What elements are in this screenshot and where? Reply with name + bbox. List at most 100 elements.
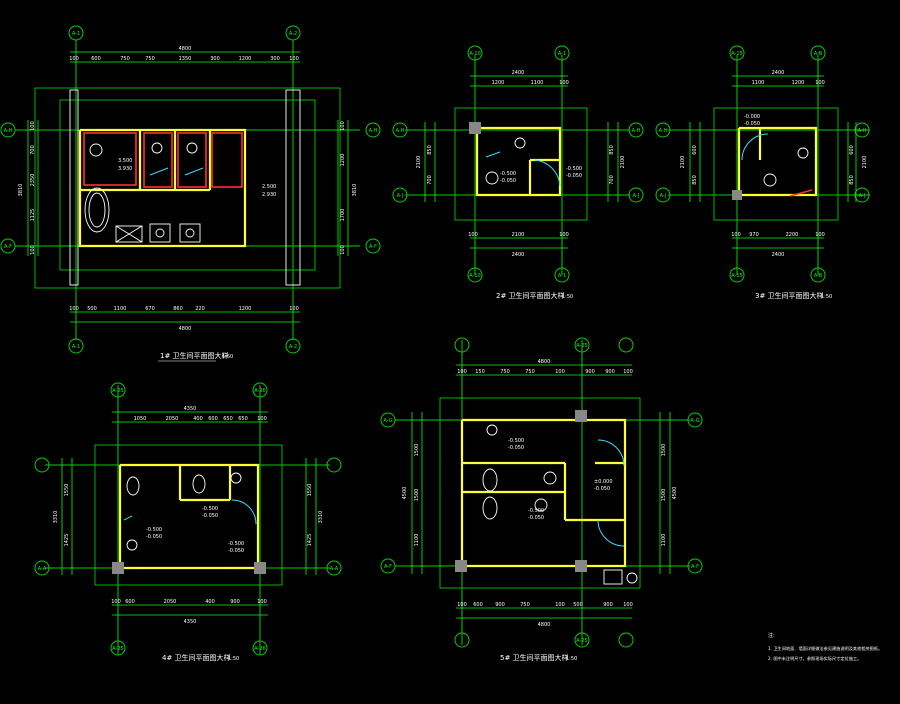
column-icon (575, 560, 587, 572)
svg-text:600: 600 (208, 416, 218, 422)
svg-text:4# 卫生间平面图大样: 4# 卫生间平面图大样 (162, 653, 231, 662)
axis-label: A-2 (289, 31, 297, 37)
svg-text:2050: 2050 (166, 416, 179, 422)
svg-text:700: 700 (609, 175, 615, 185)
axis-label: A-15 (731, 273, 742, 279)
svg-text:100: 100 (555, 369, 565, 375)
svg-text:700: 700 (30, 145, 36, 155)
svg-text:3.930: 3.930 (118, 166, 132, 172)
svg-text:2.500: 2.500 (262, 184, 276, 190)
svg-text:600: 600 (849, 145, 855, 155)
toilet-icon (151, 142, 163, 154)
svg-text:850: 850 (692, 175, 698, 185)
dimension-total-bottom: 2400 (512, 252, 525, 258)
axis-label: A-H (369, 128, 378, 134)
svg-text:100: 100 (457, 369, 467, 375)
svg-text:1200: 1200 (492, 80, 505, 86)
sink-icon (179, 223, 201, 243)
svg-text:1500: 1500 (414, 444, 420, 457)
sink-icon (230, 472, 242, 484)
svg-text:100: 100 (340, 245, 346, 255)
dimension-total-bottom: 4350 (184, 619, 197, 625)
svg-text:100: 100 (289, 56, 299, 62)
plan-5-level-labels: -0.500 -0.050 -0.500 -0.050 ±0.000 -0.05… (508, 438, 613, 521)
svg-text:-0.500: -0.500 (508, 438, 524, 444)
svg-text:-0.050: -0.050 (146, 534, 162, 540)
svg-text:1200: 1200 (792, 80, 805, 86)
axis-label: A-1 (72, 31, 80, 37)
plan-1-walls (78, 128, 247, 248)
svg-text:700: 700 (427, 175, 433, 185)
plan-5-title: 5# 卫生间平面图大样 1:50 (500, 653, 577, 662)
toilet-icon (485, 171, 499, 185)
toilet-icon (192, 474, 206, 494)
notes-line-2: 2. 图中未注明尺寸，参照现场实际尺寸定位施工。 (768, 655, 861, 662)
dimension-total-top: 4800 (538, 359, 551, 365)
svg-text:900: 900 (585, 369, 595, 375)
svg-text:970: 970 (749, 232, 759, 238)
svg-text:100: 100 (815, 232, 825, 238)
axis-label: A-F (384, 564, 392, 570)
notes-heading: 注: (768, 632, 775, 639)
svg-text:750: 750 (500, 369, 510, 375)
svg-text:2100: 2100 (680, 156, 686, 169)
plan-5-walls (455, 410, 627, 572)
dimension-total-top: 2400 (512, 70, 525, 76)
sink-icon (534, 498, 548, 512)
axis-label: A-H (396, 128, 405, 134)
svg-text:860: 860 (173, 306, 183, 312)
axis-label: A-G (690, 418, 699, 424)
plan-3-title: 3# 卫生间平面图大样 1:50 (755, 291, 832, 300)
svg-text:2100: 2100 (620, 156, 626, 169)
axis-label: A-F (369, 244, 377, 250)
sink-icon (543, 471, 557, 485)
axis-label: A-F (691, 564, 699, 570)
dimension-total-top: 4350 (184, 406, 197, 412)
svg-text:-0.500: -0.500 (228, 541, 244, 547)
svg-text:2100: 2100 (862, 156, 868, 169)
axis-label: A-10 (469, 273, 480, 279)
plan-3-walls (732, 126, 818, 200)
svg-text:2350: 2350 (30, 174, 36, 187)
general-notes: 注: 1. 卫生间地面、墙面详细做法参见建施说明及其他相关图纸。 2. 图中未注… (768, 632, 882, 662)
svg-text:500: 500 (87, 306, 97, 312)
svg-text:5# 卫生间平面图大样: 5# 卫生间平面图大样 (500, 653, 569, 662)
sink-icon (486, 424, 498, 436)
svg-text:900: 900 (495, 602, 505, 608)
svg-text:1200: 1200 (239, 56, 252, 62)
axis-label: A-F (4, 244, 12, 250)
svg-text:600: 600 (91, 56, 101, 62)
column-icon (112, 562, 124, 574)
svg-text:900: 900 (230, 599, 240, 605)
toilet-icon (482, 496, 498, 520)
svg-text:100: 100 (815, 80, 825, 86)
svg-text:1100: 1100 (531, 80, 544, 86)
dimension-total-bottom: 4800 (538, 622, 551, 628)
plan-4: A-25 A-26 A-25 A-26 A-A A-A 4350 1050 20… (34, 382, 342, 662)
axis-label: A-25 (112, 646, 123, 652)
svg-text:100: 100 (257, 599, 267, 605)
axis-label: A-J (397, 193, 404, 199)
svg-text:1# 卫生间平面图大样: 1# 卫生间平面图大样 (160, 351, 229, 360)
sink-icon (514, 137, 526, 149)
svg-text:1100: 1100 (661, 534, 667, 547)
svg-text:100: 100 (30, 121, 36, 131)
axis-label: A-1 (72, 344, 80, 350)
svg-text:1100: 1100 (414, 534, 420, 547)
bathtub-icon (84, 187, 110, 233)
svg-text:4500: 4500 (672, 487, 678, 500)
svg-text:-0.500: -0.500 (528, 508, 544, 514)
door-swing-icon (231, 499, 257, 525)
plan-5: A-25 A-25 A-G A-F A-G A-F 4800 100 150 7… (380, 337, 703, 662)
svg-text:-0.050: -0.050 (228, 548, 244, 554)
svg-text:100: 100 (559, 80, 569, 86)
axis-label: A-15 (731, 51, 742, 57)
svg-text:3310: 3310 (53, 511, 59, 524)
plan-4-level-labels: -0.500 -0.050 -0.500 -0.050 -0.500 -0.05… (146, 506, 244, 554)
plan-4-walls (112, 463, 266, 574)
svg-text:100: 100 (111, 599, 121, 605)
svg-text:1125: 1125 (30, 209, 36, 222)
svg-text:1:50: 1:50 (566, 656, 577, 662)
dimension-total-left: 3810 (18, 184, 24, 197)
